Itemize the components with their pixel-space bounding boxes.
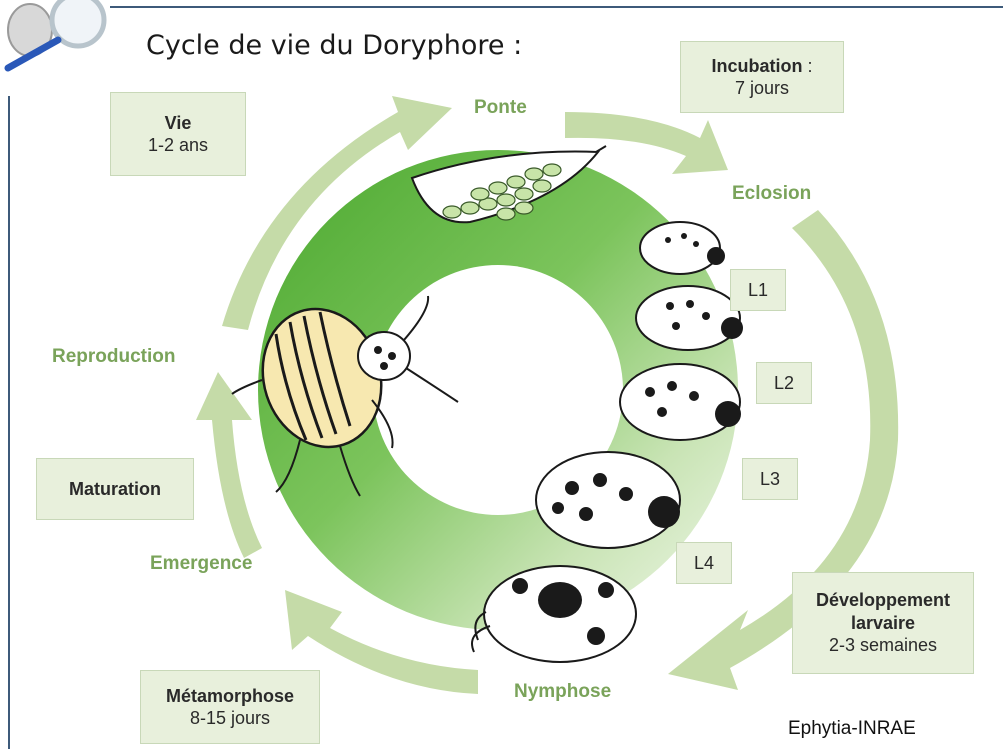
instar-label-l1: L1 [730, 269, 786, 311]
instar-label-l3: L3 [742, 458, 798, 500]
vie-title: Vie [165, 112, 192, 135]
stage-emergence: Emergence [150, 553, 252, 575]
instar-label-l4: L4 [676, 542, 732, 584]
larva-icon-l4 [536, 452, 680, 548]
vie-value: 1-2 ans [148, 134, 208, 157]
maturation-title: Maturation [69, 478, 161, 501]
developpement-box: Développement larvaire 2-3 semaines [792, 572, 974, 674]
stage-reproduction: Reproduction [52, 346, 176, 368]
magnifier-person-icon [8, 0, 104, 68]
arrow-ponte-eclosion [565, 112, 728, 174]
larva-icon-l2 [636, 286, 743, 350]
metamorphose-title: Métamorphose [166, 685, 294, 708]
developpement-title-2: larvaire [851, 612, 915, 635]
vie-box: Vie 1-2 ans [110, 92, 246, 176]
credit-text: Ephytia-INRAE [788, 718, 916, 740]
metamorphose-box: Métamorphose 8-15 jours [140, 670, 320, 744]
developpement-value: 2-3 semaines [829, 634, 937, 657]
arrow-emergence-maturation [196, 372, 262, 558]
incubation-value: 7 jours [735, 77, 789, 100]
metamorphose-value: 8-15 jours [190, 707, 270, 730]
larva-icon-l1 [640, 222, 725, 274]
page-title: Cycle de vie du Doryphore : [146, 30, 522, 61]
incubation-box: Incubation : 7 jours [680, 41, 844, 113]
developpement-title-1: Développement [816, 589, 950, 612]
stage-eclosion: Eclosion [732, 183, 811, 205]
stage-ponte: Ponte [474, 97, 527, 119]
instar-label-l2: L2 [756, 362, 812, 404]
incubation-title: Incubation [711, 56, 802, 76]
maturation-box: Maturation [36, 458, 194, 520]
larva-icon-l3 [620, 364, 741, 440]
stage-nymphose: Nymphose [514, 681, 611, 703]
incubation-colon: : [802, 56, 812, 76]
